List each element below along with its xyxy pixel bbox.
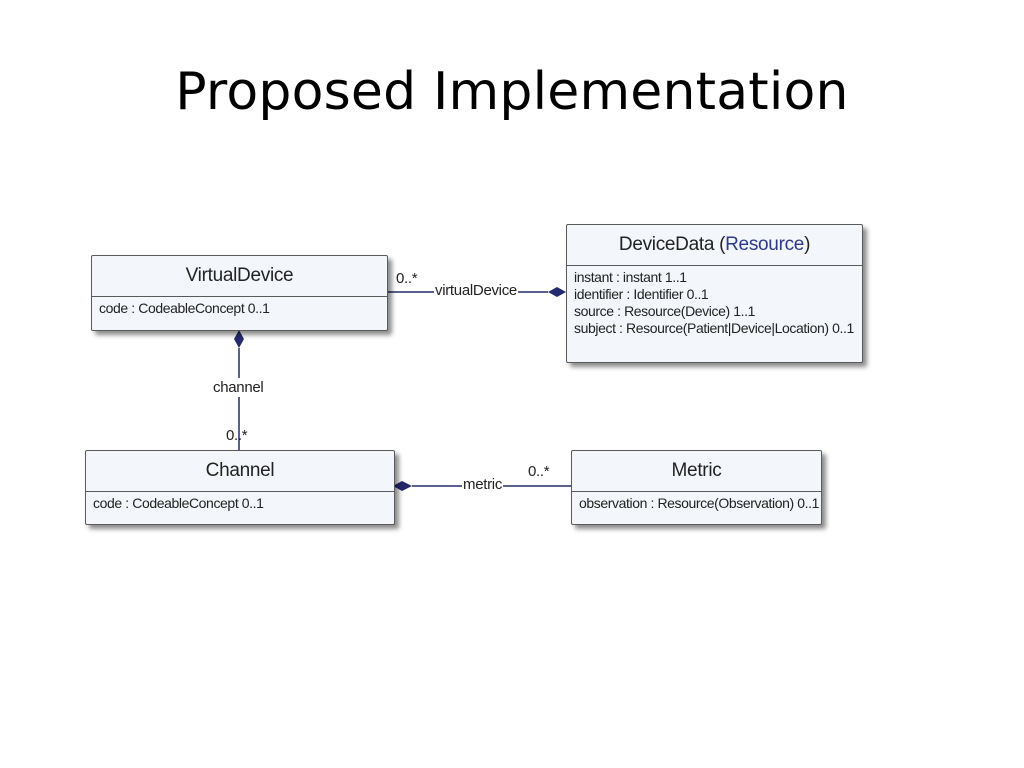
class-name: VirtualDevice [92, 256, 387, 297]
class-virtualdevice[interactable]: VirtualDevice code : CodeableConcept 0..… [91, 255, 388, 331]
class-attributes: code : CodeableConcept 0..1 [92, 297, 387, 321]
multiplicity-channel: 0..* [226, 427, 248, 444]
class-attributes: instant : instant 1..1 identifier : Iden… [567, 266, 862, 341]
stereotype-link[interactable]: Resource [725, 234, 805, 255]
slide-title: Proposed Implementation [175, 62, 849, 122]
multiplicity-metric: 0..* [528, 463, 550, 480]
attribute: identifier : Identifier 0..1 [574, 286, 709, 302]
role-metric: metric [462, 476, 504, 493]
attribute: source : Resource(Device) 1..1 [574, 303, 755, 319]
stereotype-close: ) [804, 234, 811, 255]
attribute: instant : instant 1..1 [574, 269, 687, 285]
class-attributes: code : CodeableConcept 0..1 [86, 492, 394, 516]
class-name: DeviceData (Resource) [567, 225, 862, 266]
class-name-text: DeviceData [618, 234, 715, 255]
composition-diamond-virtualdevice [234, 330, 244, 348]
attribute: code : CodeableConcept 0..1 [99, 300, 270, 316]
role-virtualdevice: virtualDevice [434, 282, 518, 299]
composition-diamond-channel [393, 481, 412, 491]
attribute: subject : Resource(Patient|Device|Locati… [574, 320, 854, 336]
class-metric[interactable]: Metric observation : Resource(Observatio… [571, 450, 822, 525]
composition-diamond-devicedata [548, 287, 566, 297]
class-name: Channel [86, 451, 394, 492]
stereotype-open: ( [714, 234, 726, 255]
attribute: observation : Resource(Observation) 0..1 [579, 495, 820, 511]
attribute: code : CodeableConcept 0..1 [93, 495, 264, 511]
class-channel[interactable]: Channel code : CodeableConcept 0..1 [85, 450, 395, 525]
class-attributes: observation : Resource(Observation) 0..1 [572, 492, 821, 516]
role-channel: channel [212, 378, 265, 397]
multiplicity-virtualdevice: 0..* [396, 270, 418, 287]
class-name: Metric [572, 451, 821, 492]
class-devicedata[interactable]: DeviceData (Resource) instant : instant … [566, 224, 863, 363]
